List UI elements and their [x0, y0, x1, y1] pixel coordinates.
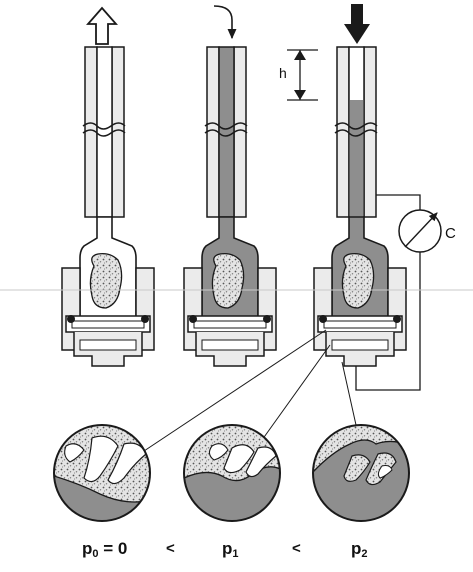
pressure-label-2: p2 — [351, 539, 368, 560]
porous-sample — [89, 252, 123, 309]
capillary-tube — [334, 46, 378, 218]
apparatus-pressurised — [287, 4, 442, 391]
pore-view-filled — [312, 424, 410, 522]
cell-holder — [313, 267, 407, 367]
meter-circuit — [355, 194, 442, 391]
porous-sample — [211, 252, 245, 309]
capillary-tube — [204, 46, 248, 218]
fill-arrow-icon — [213, 5, 237, 40]
less-than-sign-1: < — [166, 540, 175, 557]
suction-arrow-icon — [86, 6, 118, 45]
less-than-sign-2: < — [292, 540, 301, 557]
pressure-label-0: p0 = 0 — [82, 539, 128, 560]
porous-sample — [341, 252, 375, 309]
apparatus-empty — [61, 6, 155, 367]
apparatus-filled — [183, 5, 277, 367]
pore-view-partial — [183, 424, 281, 522]
pressure-arrow-icon — [344, 4, 370, 44]
height-label: h — [279, 65, 287, 81]
magnification-leaders — [137, 329, 357, 456]
cell-holder — [183, 267, 277, 367]
pressure-label-1: p1 — [222, 539, 239, 560]
meter-label: C — [445, 225, 456, 242]
capillary-tube — [82, 46, 126, 218]
height-marker — [287, 49, 318, 101]
pore-view-empty — [53, 424, 151, 522]
cell-holder — [61, 267, 155, 367]
